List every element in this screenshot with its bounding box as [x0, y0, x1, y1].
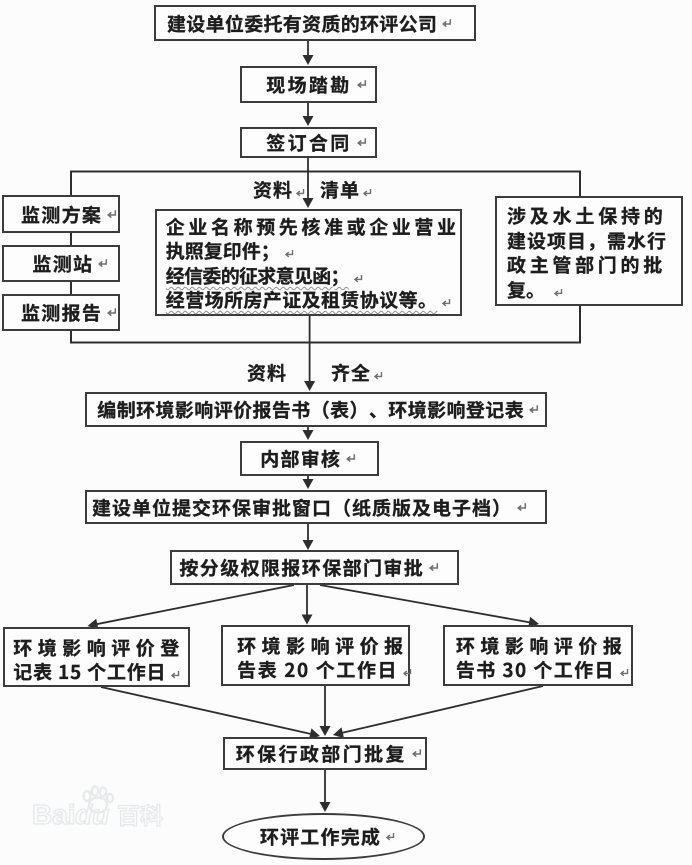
svg-text:du: du	[75, 799, 109, 830]
svg-text:百科: 百科	[117, 797, 163, 831]
svg-text:Bai: Bai	[32, 799, 76, 830]
